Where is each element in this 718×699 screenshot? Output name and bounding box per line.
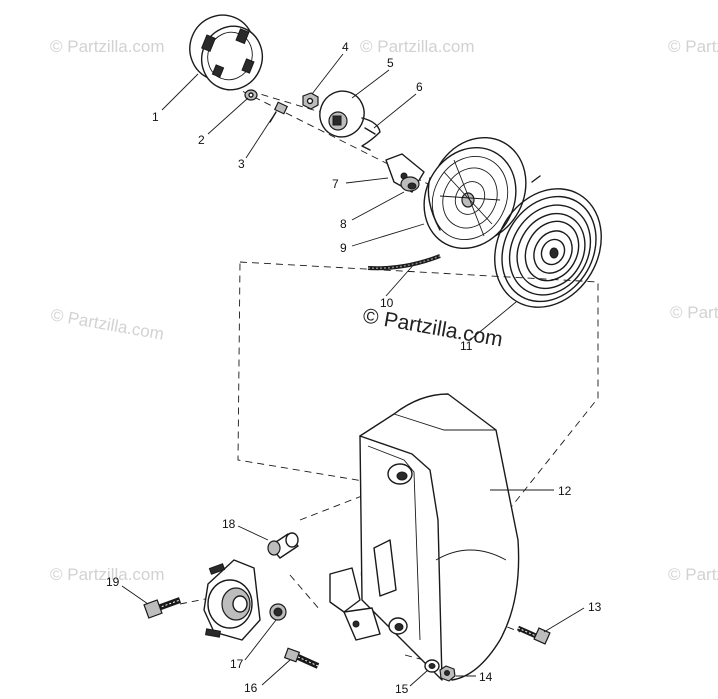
leader-lines bbox=[121, 53, 585, 687]
callout-18: 18 bbox=[222, 517, 236, 531]
callout-7: 7 bbox=[332, 177, 339, 191]
callout-2: 2 bbox=[198, 133, 205, 147]
callout-3: 3 bbox=[238, 157, 245, 171]
watermark: © Partzilla.com bbox=[670, 303, 718, 322]
callout-5: 5 bbox=[387, 56, 394, 70]
part-recoil-spring bbox=[494, 175, 602, 308]
part-spring-clip bbox=[361, 117, 381, 151]
callout-1: 1 bbox=[152, 110, 159, 124]
watermark: © Partzilla.com bbox=[50, 37, 165, 56]
part-recoil-housing bbox=[329, 393, 520, 681]
watermark: © Partzilla.com bbox=[668, 565, 718, 584]
watermark: © Partzilla.com bbox=[360, 37, 475, 56]
part-bushing bbox=[269, 603, 287, 621]
watermark: © Partzilla.com bbox=[668, 37, 718, 56]
callout-19: 19 bbox=[106, 575, 120, 589]
callout-6: 6 bbox=[416, 80, 423, 94]
part-bolt-long bbox=[516, 625, 551, 645]
callout-15: 15 bbox=[395, 682, 409, 696]
callout-8: 8 bbox=[340, 217, 347, 231]
callout-labels: 1 2 3 4 5 6 7 8 9 10 11 12 13 14 15 16 1… bbox=[106, 40, 602, 696]
callout-9: 9 bbox=[340, 241, 347, 255]
part-bolt-short bbox=[283, 647, 320, 669]
part-sleeve bbox=[267, 532, 299, 559]
part-spacer bbox=[400, 176, 420, 192]
callout-14: 14 bbox=[479, 670, 493, 684]
watermark: © Partzilla.com bbox=[50, 565, 165, 584]
callout-17: 17 bbox=[230, 657, 244, 671]
part-recoil-cup bbox=[189, 14, 263, 91]
part-starter-pawl-assembly bbox=[143, 559, 261, 641]
part-nut bbox=[302, 92, 319, 110]
part-washer-small bbox=[424, 659, 440, 673]
callout-11: 11 bbox=[460, 339, 473, 353]
part-screw bbox=[269, 101, 289, 123]
callout-10: 10 bbox=[380, 296, 394, 310]
part-washer bbox=[244, 89, 258, 101]
part-pulley-plate bbox=[319, 90, 365, 138]
watermark: © Partzilla.com bbox=[49, 305, 165, 344]
part-nut-small bbox=[439, 665, 456, 682]
part-starter-rope bbox=[367, 254, 441, 271]
brand-watermark: © Partzilla.com bbox=[361, 304, 504, 351]
part-recoil-reel bbox=[423, 136, 527, 250]
callout-16: 16 bbox=[244, 681, 258, 695]
callout-12: 12 bbox=[558, 484, 572, 498]
callout-13: 13 bbox=[588, 600, 602, 614]
callout-4: 4 bbox=[342, 40, 349, 54]
